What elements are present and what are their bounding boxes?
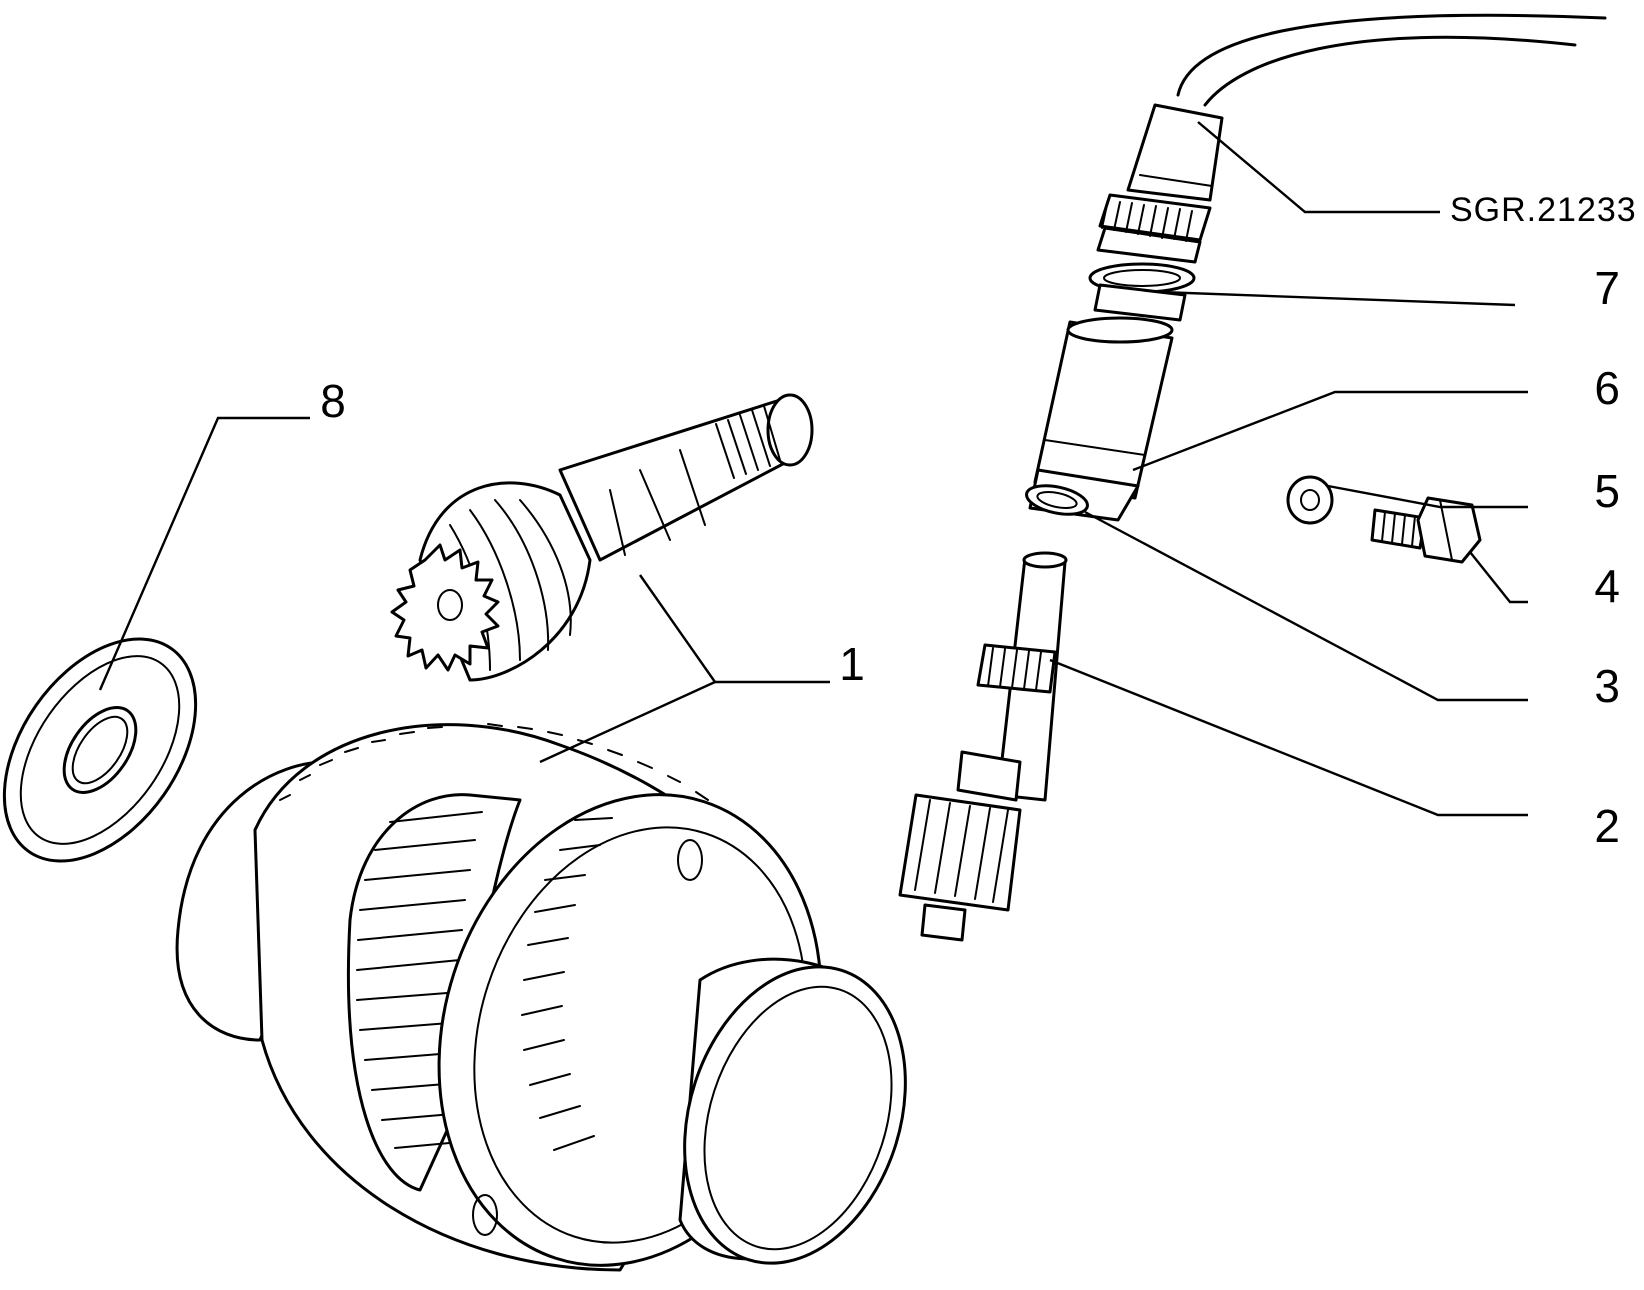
callout-4: 4 [1594, 560, 1620, 612]
callout-3: 3 [1594, 660, 1620, 712]
part-8-bearing-cap [2, 637, 198, 863]
part-3-o-ring [1025, 484, 1089, 516]
part-6-housing-sleeve [1028, 316, 1174, 522]
leader-4 [1469, 551, 1528, 604]
leader-5 [1327, 484, 1528, 509]
leader-7 [1159, 290, 1516, 307]
leader-lines [98, 121, 1528, 817]
part-4-bolt [1370, 496, 1482, 564]
part-1-crown-wheel-differential [175, 723, 907, 1272]
speedometer-cable [1096, 13, 1607, 264]
leader-1a [639, 574, 830, 684]
callout-1: 1 [839, 638, 865, 690]
callout-7: 7 [1594, 262, 1620, 314]
callout-5: 5 [1594, 465, 1620, 517]
callout-2: 2 [1594, 800, 1620, 852]
leader-3 [1084, 510, 1528, 702]
part-2-driven-gear-shaft [898, 551, 1068, 942]
leader-8 [98, 416, 310, 691]
part-1-pinion-shaft [390, 393, 814, 682]
leader-2 [1049, 658, 1528, 817]
drawing-code-label: SGR.21233 [1450, 191, 1637, 229]
leader-1b [539, 680, 716, 764]
part-7-seal-ring [1088, 262, 1196, 322]
leader-6 [1132, 390, 1528, 472]
leader-drawing-code [1197, 121, 1440, 214]
part-5-washer [1286, 475, 1334, 525]
callout-6: 6 [1594, 362, 1620, 414]
callout-8: 8 [320, 375, 346, 427]
